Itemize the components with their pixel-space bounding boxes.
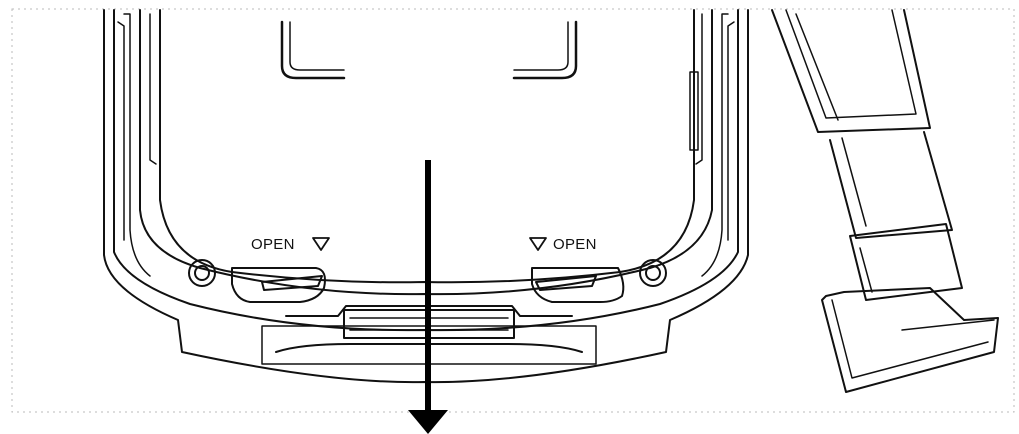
arrow-down-icon	[408, 160, 448, 434]
device-body	[103, 9, 749, 384]
bracket-arm-edge	[795, 13, 839, 121]
right-side-key	[689, 71, 699, 151]
device-screen-edge	[159, 9, 695, 284]
device-bezel	[139, 9, 713, 296]
right-latch	[531, 267, 625, 303]
left-latch-slider	[261, 275, 323, 291]
left-inner-slot	[149, 13, 157, 165]
right-side-groove	[727, 21, 735, 241]
open-label-right: OPEN	[553, 236, 597, 253]
bracket-foot-lip	[901, 319, 995, 331]
left-latch	[231, 267, 326, 303]
bracket-mid-arm-edge	[841, 137, 867, 227]
bracket-foot-inner	[831, 299, 989, 379]
open-label-left: OPEN	[251, 236, 295, 253]
right-screw	[639, 259, 667, 287]
left-corner-mark	[280, 20, 346, 80]
left-side-rail	[123, 13, 151, 277]
bracket-foot	[821, 287, 999, 393]
bracket-top-arm-inner	[785, 9, 917, 119]
right-inner-slot	[695, 13, 703, 165]
right-corner-mark-inner	[513, 21, 569, 71]
right-corner-mark	[512, 20, 578, 80]
bracket-jaw	[849, 223, 963, 301]
left-screw	[188, 259, 216, 287]
left-screw-head	[194, 265, 210, 281]
triangle-down-icon-right	[529, 237, 547, 251]
bracket-top-arm	[771, 9, 931, 133]
arrow-head	[408, 410, 448, 434]
right-latch-slider	[535, 275, 597, 291]
right-side-rail	[701, 13, 729, 277]
device-outer-shell	[103, 9, 749, 384]
triangle-down-icon-left	[312, 237, 330, 251]
right-screw-head	[645, 265, 661, 281]
detached-bracket	[771, 9, 999, 393]
bracket-jaw-inner	[859, 247, 873, 293]
bracket-mid-arm	[829, 131, 953, 239]
left-corner-mark-inner	[289, 21, 345, 71]
left-side-groove	[117, 21, 125, 241]
